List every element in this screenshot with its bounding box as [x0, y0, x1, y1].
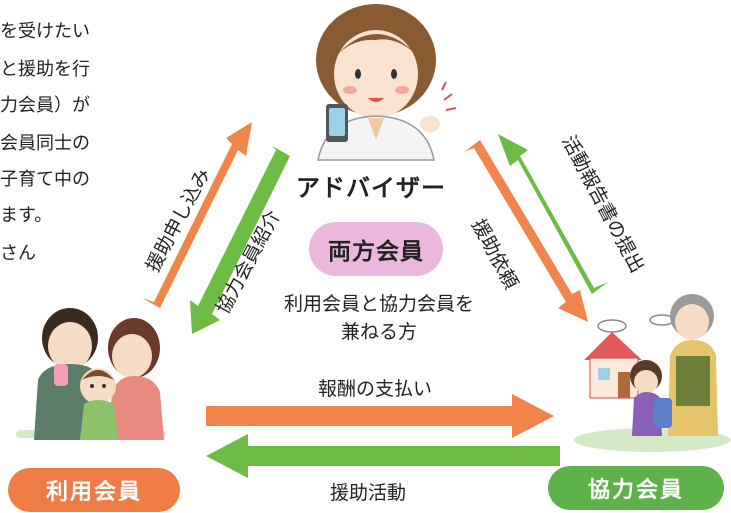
payment-label: 報酬の支払い [318, 378, 433, 400]
apply-arrow [142, 122, 252, 308]
activity-arrow [206, 434, 560, 478]
adviser-title: アドバイザー [296, 174, 446, 202]
both-members-desc-line-2: 兼ねる方 [340, 321, 417, 343]
intro-line-7: さん [0, 243, 36, 264]
user-member-badge-label: 利用会員 [45, 480, 142, 505]
intro-line-1: を受けたい [0, 21, 90, 42]
intro-line-2: と援助を行 [0, 59, 90, 80]
payment-arrow [206, 394, 554, 438]
cooperating-member-badge: 協力会員 [548, 466, 724, 510]
both-members-badge: 両方会員 [309, 222, 443, 276]
both-members-description: 利用会員と協力会員を 兼ねる方 [252, 290, 506, 346]
user-member-badge: 利用会員 [8, 468, 180, 512]
cooperating-member-badge-label: 協力会員 [587, 478, 684, 503]
intro-line-3: 力会員）が [0, 95, 90, 116]
grandparent-child-house-illustration-icon [574, 294, 730, 452]
intro-line-4: 会員同士の [0, 133, 90, 154]
introduce-arrow [190, 146, 290, 334]
help-activity-label: 援助活動 [330, 482, 407, 504]
report-arrow [498, 134, 608, 294]
family-illustration-icon [16, 308, 166, 440]
adviser-illustration-icon [316, 4, 457, 161]
both-members-badge-label: 両方会員 [328, 239, 424, 265]
intro-line-6: ます。 [0, 205, 53, 226]
intro-line-5: 子育て中の [0, 169, 90, 190]
request-arrow [464, 140, 588, 322]
both-members-desc-line-1: 利用会員と協力会員を [283, 293, 474, 315]
